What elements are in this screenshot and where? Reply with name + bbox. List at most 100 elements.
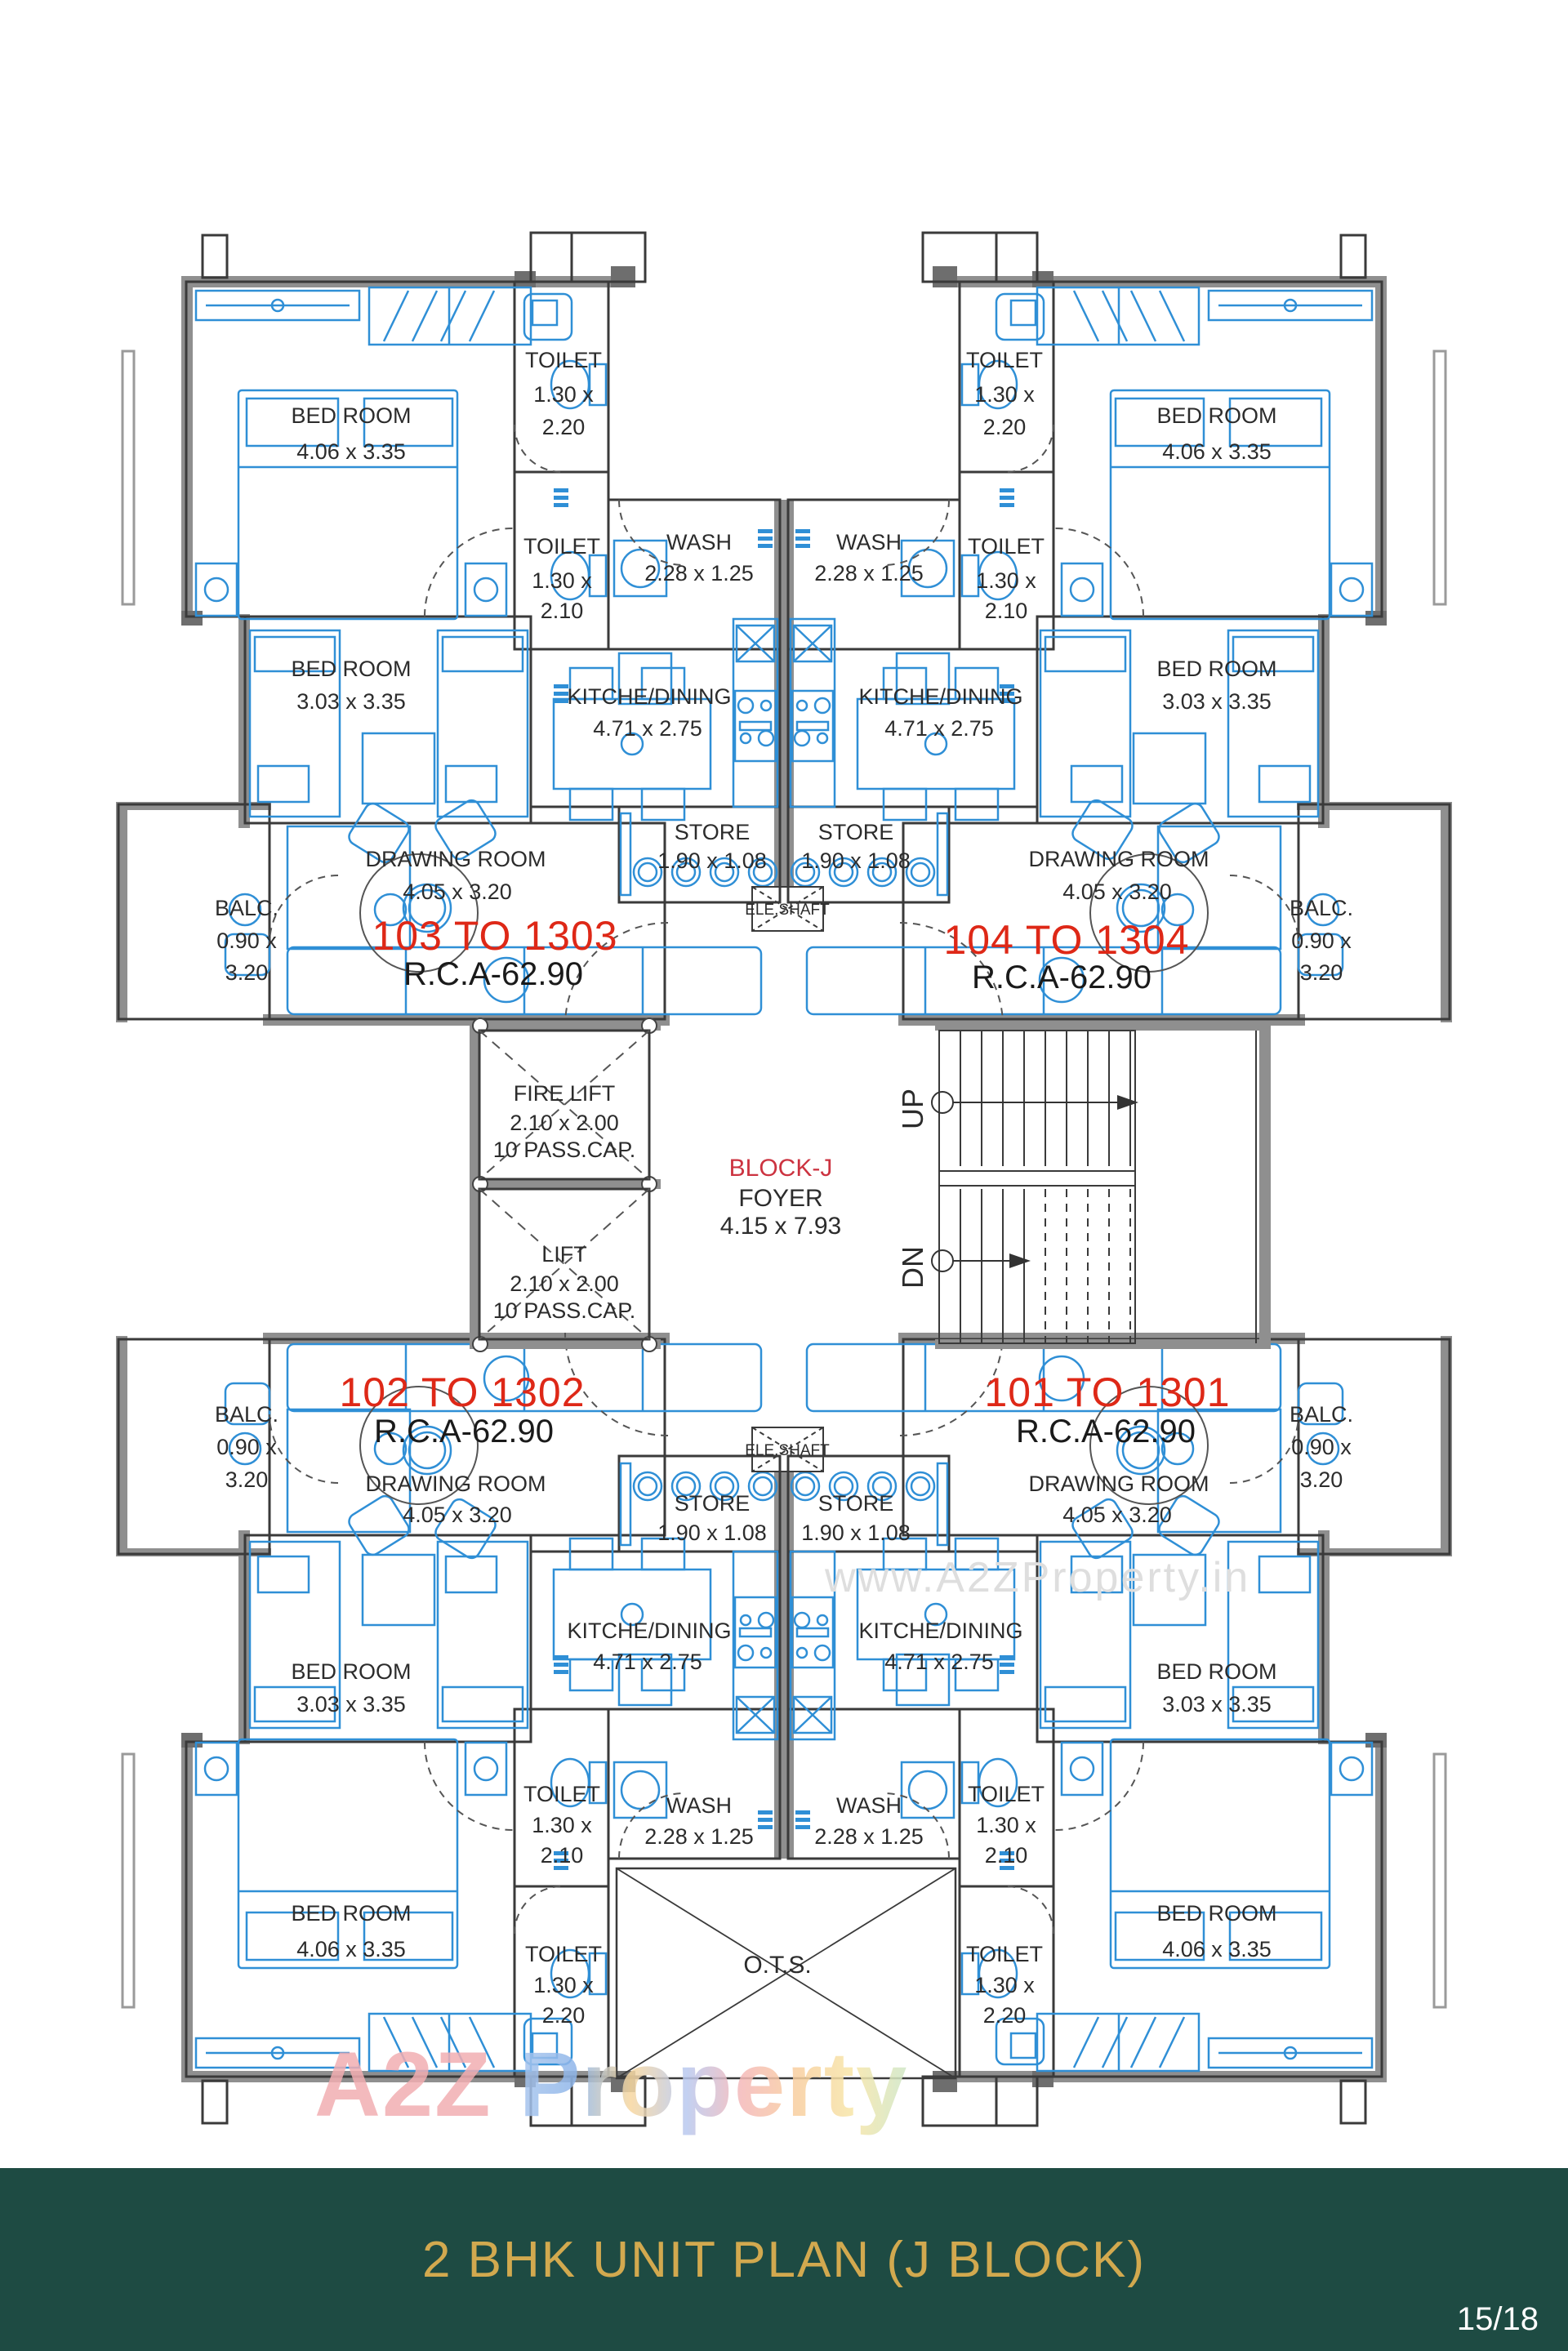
unit-rca: R.C.A-62.90 <box>1016 1414 1196 1449</box>
room-dims: 1.30 x <box>532 568 592 593</box>
unit-number: 103 TO 1303 <box>372 913 617 959</box>
room-label: KITCHE/DINING <box>567 1619 731 1643</box>
unit-101-labels: 101 TO 1301 R.C.A-62.90 DRAWING ROOM 4.0… <box>801 1369 1353 2028</box>
lift-dims: 2.10 x 2.00 <box>510 1271 619 1296</box>
room-label: TOILET <box>523 534 600 559</box>
elevator-shaft-label: ELE.SHAFT <box>745 902 830 919</box>
room-label: TOILET <box>523 1782 600 1806</box>
fire-lift-capacity: 10 PASS.CAP. <box>493 1138 636 1162</box>
unit-102-labels: 102 TO 1302 R.C.A-62.90 DRAWING ROOM 4.0… <box>215 1369 767 2028</box>
core-geometry <box>470 886 1271 2080</box>
unit-number: 101 TO 1301 <box>984 1369 1230 1415</box>
lift-capacity: 10 PASS.CAP. <box>493 1298 636 1323</box>
room-dims: 1.90 x 1.08 <box>801 1521 911 1545</box>
room-label: KITCHE/DINING <box>567 684 731 709</box>
room-dims: 3.20 <box>1300 1467 1343 1492</box>
room-dims: 4.71 x 2.75 <box>593 716 702 741</box>
unit-rca: R.C.A-62.90 <box>374 1414 554 1449</box>
room-dims: 4.06 x 3.35 <box>1162 1937 1272 1961</box>
room-label: BALC. <box>215 1402 278 1427</box>
block-name: BLOCK-J <box>729 1155 833 1182</box>
room-label: WASH <box>666 1793 732 1818</box>
room-label: DRAWING ROOM <box>366 1472 546 1496</box>
page-number: 15/18 <box>1456 2301 1539 2337</box>
room-label: BED ROOM <box>1156 1659 1276 1684</box>
room-label: TOILET <box>525 1942 602 1966</box>
fire-lift-dims: 2.10 x 2.00 <box>510 1111 619 1135</box>
room-dims: 2.20 <box>542 2003 586 2028</box>
room-label: DRAWING ROOM <box>366 847 546 871</box>
room-dims: 2.10 <box>541 599 584 623</box>
room-label: TOILET <box>968 534 1045 559</box>
room-label: BED ROOM <box>1156 403 1276 428</box>
room-dims: 1.30 x <box>532 1813 592 1837</box>
staircase <box>938 1030 1257 1344</box>
room-label: WASH <box>836 1793 902 1818</box>
plan-title: 2 BHK UNIT PLAN (J BLOCK) <box>421 2231 1147 2288</box>
unit-rca: R.C.A-62.90 <box>972 960 1152 995</box>
lift-label: LIFT <box>541 1242 587 1267</box>
room-dims: 2.28 x 1.25 <box>814 561 924 586</box>
footer-bar: 2 BHK UNIT PLAN (J BLOCK) 15/18 <box>0 2168 1568 2351</box>
room-dims: 2.20 <box>983 2003 1027 2028</box>
room-label: STORE <box>675 820 751 844</box>
stairs-up-label: UP <box>896 1089 929 1129</box>
room-label: BALC. <box>1290 1402 1353 1427</box>
unit-rca: R.C.A-62.90 <box>403 956 583 992</box>
ots-shaft <box>615 1867 957 2080</box>
room-label: WASH <box>666 530 732 554</box>
room-label: KITCHE/DINING <box>858 1619 1022 1643</box>
room-dims: 4.05 x 3.20 <box>1062 1503 1172 1527</box>
room-label: STORE <box>818 820 894 844</box>
room-dims: 4.71 x 2.75 <box>884 1650 994 1674</box>
ots-label: O.T.S. <box>743 1952 811 1979</box>
room-dims: 2.10 <box>985 599 1028 623</box>
room-label: BALC. <box>1290 896 1353 920</box>
room-dims: 4.05 x 3.20 <box>1062 879 1172 904</box>
room-dims: 3.03 x 3.35 <box>1162 689 1272 714</box>
room-dims: 3.03 x 3.35 <box>296 1692 406 1716</box>
room-dims: 2.28 x 1.25 <box>644 561 754 586</box>
room-label: TOILET <box>966 1942 1043 1966</box>
room-dims: 3.20 <box>1300 960 1343 985</box>
stairs-dn-label: DN <box>896 1246 929 1289</box>
room-dims: 1.30 x <box>976 1813 1036 1837</box>
elevator-shaft-label: ELE.SHAFT <box>745 1442 830 1459</box>
foyer-dims: 4.15 x 7.93 <box>720 1213 841 1240</box>
room-dims: 1.30 x <box>974 1973 1035 1997</box>
room-dims: 0.90 x <box>216 928 277 953</box>
room-label: TOILET <box>966 348 1043 372</box>
stair-direction-arrows <box>931 1091 1120 1272</box>
room-label: BED ROOM <box>291 1659 411 1684</box>
room-dims: 3.03 x 3.35 <box>296 689 406 714</box>
unit-101-geometry <box>782 1331 1454 2127</box>
room-dims: 4.06 x 3.35 <box>296 1937 406 1961</box>
room-label: BED ROOM <box>1156 1901 1276 1926</box>
room-dims: 3.20 <box>225 960 269 985</box>
room-dims: 2.20 <box>983 415 1027 439</box>
foyer-label: FOYER <box>738 1185 822 1212</box>
room-label: BED ROOM <box>1156 657 1276 681</box>
room-dims: 1.90 x 1.08 <box>657 1521 767 1545</box>
room-label: BALC. <box>215 896 278 920</box>
room-dims: 4.06 x 3.35 <box>1162 439 1272 464</box>
unit-104-labels: BED ROOM 4.06 x 3.35 TOILET 1.30 x 2.20 … <box>801 348 1353 995</box>
core-labels: FIRE LIFT 2.10 x 2.00 10 PASS.CAP. LIFT … <box>493 902 929 1979</box>
room-dims: 4.71 x 2.75 <box>593 1650 702 1674</box>
room-dims: 1.90 x 1.08 <box>801 848 911 873</box>
room-dims: 1.30 x <box>533 1973 594 1997</box>
watermark-brand-a2z: A2Z <box>314 2033 492 2135</box>
room-dims: 3.03 x 3.35 <box>1162 1692 1272 1716</box>
watermark-brand-property: Property <box>519 2033 909 2135</box>
room-dims: 2.28 x 1.25 <box>814 1824 924 1849</box>
room-label: KITCHE/DINING <box>858 684 1022 709</box>
room-label: DRAWING ROOM <box>1029 1472 1209 1496</box>
room-dims: 3.20 <box>225 1467 269 1492</box>
room-dims: 1.30 x <box>976 568 1036 593</box>
room-dims: 2.28 x 1.25 <box>644 1824 754 1849</box>
room-dims: 0.90 x <box>1291 1435 1352 1459</box>
elevator-shaft-boxes <box>751 886 824 1472</box>
room-dims: 2.10 <box>541 1843 584 1868</box>
